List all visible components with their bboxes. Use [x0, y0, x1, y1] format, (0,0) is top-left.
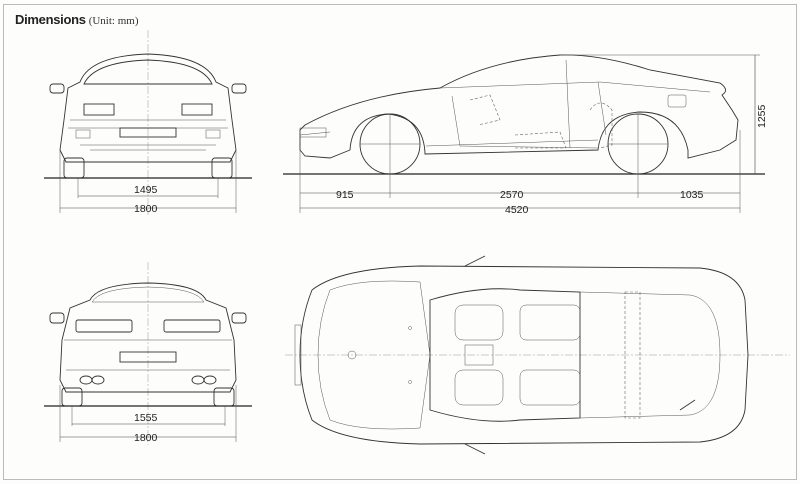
- rear-overhang-label: 1035: [680, 189, 704, 201]
- side-view: 915 2570 1035 4520 1255: [283, 54, 768, 216]
- rear-width-label: 1800: [134, 432, 158, 444]
- length-label: 4520: [505, 204, 529, 216]
- front-width-label: 1800: [134, 203, 158, 215]
- front-overhang-label: 915: [336, 189, 354, 201]
- page-frame: [3, 4, 797, 480]
- height-label: 1255: [756, 104, 768, 128]
- title-heading: Dimensions: [15, 12, 86, 27]
- top-view: [285, 255, 790, 455]
- rear-track-label: 1555: [134, 412, 158, 424]
- wheelbase-label: 2570: [500, 189, 524, 201]
- unit-label: (Unit: mm): [88, 15, 139, 27]
- page-title: Dimensions(Unit: mm): [15, 12, 139, 27]
- front-track-label: 1495: [134, 184, 158, 196]
- rear-view: 1555 1800: [44, 262, 252, 445]
- front-view: 1495 1800: [44, 30, 252, 215]
